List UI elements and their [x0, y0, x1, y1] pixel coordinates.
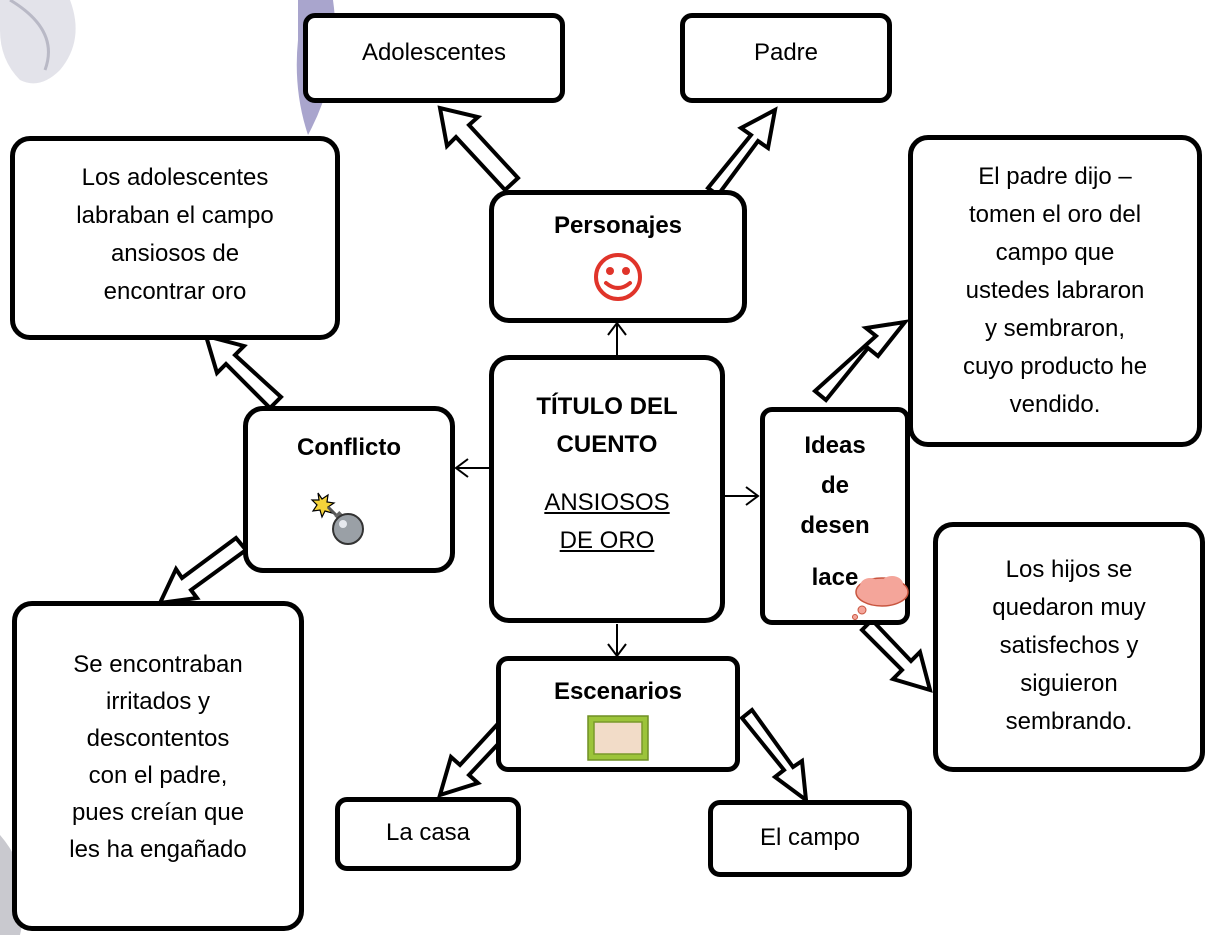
desenlace-bottom-line-5: sembrando.	[1005, 708, 1133, 735]
titulo-line-2: CUENTO	[556, 431, 658, 458]
conflicto-top-line-3: ansiosos de	[110, 240, 240, 267]
desenlace-label-line-2: de	[820, 472, 849, 499]
arrowhead-desenlace	[745, 486, 760, 506]
desenlace-top-line-4: ustedes labraron	[965, 277, 1145, 304]
arrow-personajes-to-padre	[705, 106, 778, 198]
box-conflicto-bottom-text: Se encontraban irritados y descontentos …	[12, 601, 304, 931]
box-titulo-del-cuento: TÍTULO DEL CUENTO ANSIOSOS DE ORO	[489, 355, 725, 623]
desenlace-label-line-3: desen	[800, 512, 870, 539]
conflicto-bottom-line-2: irritados y	[105, 688, 211, 715]
leaf-decoration-top-left	[0, 0, 76, 84]
conflicto-bottom-line-5: pues creían que	[71, 799, 245, 826]
arrow-desenlace-to-bottom-box	[859, 617, 933, 693]
arrow-conflicto-to-top-box	[203, 333, 284, 411]
conflicto-top-line-1: Los adolescentes	[81, 164, 269, 191]
conflicto-label: Conflicto	[297, 434, 401, 461]
desenlace-bottom-line-1: Los hijos se	[1005, 556, 1133, 583]
conflicto-top-line-4: encontrar oro	[103, 278, 247, 305]
personajes-label: Personajes	[553, 212, 683, 239]
arrow-conflicto-to-bottom-box	[156, 535, 249, 606]
arrow-desenlace-to-top-box	[811, 319, 910, 403]
cuento-name-line-1: ANSIOSOS	[544, 489, 670, 516]
desenlace-top-line-5: y sembraron,	[984, 315, 1126, 342]
desenlace-label-line-1: Ideas	[804, 432, 866, 459]
box-la-casa: La casa	[335, 797, 521, 871]
box-desenlace-top-text: El padre dijo – tomen el oro del campo q…	[908, 135, 1202, 447]
box-ideas-de-desenlace: Ideas de desen lace	[760, 407, 910, 625]
bomb-icon	[310, 492, 364, 545]
desenlace-top-line-3: campo que	[995, 239, 1115, 266]
box-escenarios: Escenarios	[496, 656, 740, 772]
titulo-line-1: TÍTULO DEL	[536, 393, 678, 420]
adolescentes-label: Adolescentes	[361, 39, 507, 66]
escenarios-label: Escenarios	[553, 678, 683, 705]
el-campo-label: El campo	[759, 824, 861, 851]
box-conflicto: Conflicto	[243, 406, 455, 573]
la-casa-label: La casa	[385, 819, 471, 846]
desenlace-bottom-line-2: quedaron muy	[992, 594, 1146, 621]
conflicto-top-line-2: labraban el campo	[76, 202, 274, 229]
arrowhead-conflicto	[454, 458, 469, 478]
desenlace-label-line-4: lace	[811, 564, 859, 591]
conflicto-bottom-line-1: Se encontraban	[73, 651, 243, 678]
conflicto-bottom-line-3: descontentos	[86, 725, 230, 752]
box-desenlace-bottom-text: Los hijos se quedaron muy satisfechos y …	[933, 522, 1205, 772]
arrow-personajes-to-adolescentes	[437, 105, 521, 193]
desenlace-top-line-7: vendido.	[1009, 391, 1101, 418]
picture-frame-icon	[587, 715, 649, 761]
box-adolescentes: Adolescentes	[303, 13, 565, 103]
smiley-icon	[594, 253, 642, 301]
box-padre: Padre	[680, 13, 892, 103]
box-el-campo: El campo	[708, 800, 912, 877]
arrowhead-personajes	[607, 321, 627, 336]
box-personajes: Personajes	[489, 190, 747, 323]
desenlace-top-line-1: El padre dijo –	[978, 163, 1132, 190]
arrow-escenarios-to-el-campo	[739, 707, 809, 805]
desenlace-bottom-line-3: satisfechos y	[999, 632, 1139, 659]
desenlace-top-line-2: tomen el oro del	[968, 201, 1142, 228]
thought-cloud-icon	[852, 576, 909, 620]
box-conflicto-top-text: Los adolescentes labraban el campo ansio…	[10, 136, 340, 340]
cuento-name-line-2: DE ORO	[559, 527, 655, 554]
desenlace-bottom-line-4: siguieron	[1020, 670, 1118, 697]
desenlace-top-line-6: cuyo producto he	[962, 353, 1148, 380]
conflicto-bottom-line-4: con el padre,	[88, 762, 228, 789]
padre-label: Padre	[753, 39, 819, 66]
conflicto-bottom-line-6: les ha engañado	[69, 836, 247, 863]
